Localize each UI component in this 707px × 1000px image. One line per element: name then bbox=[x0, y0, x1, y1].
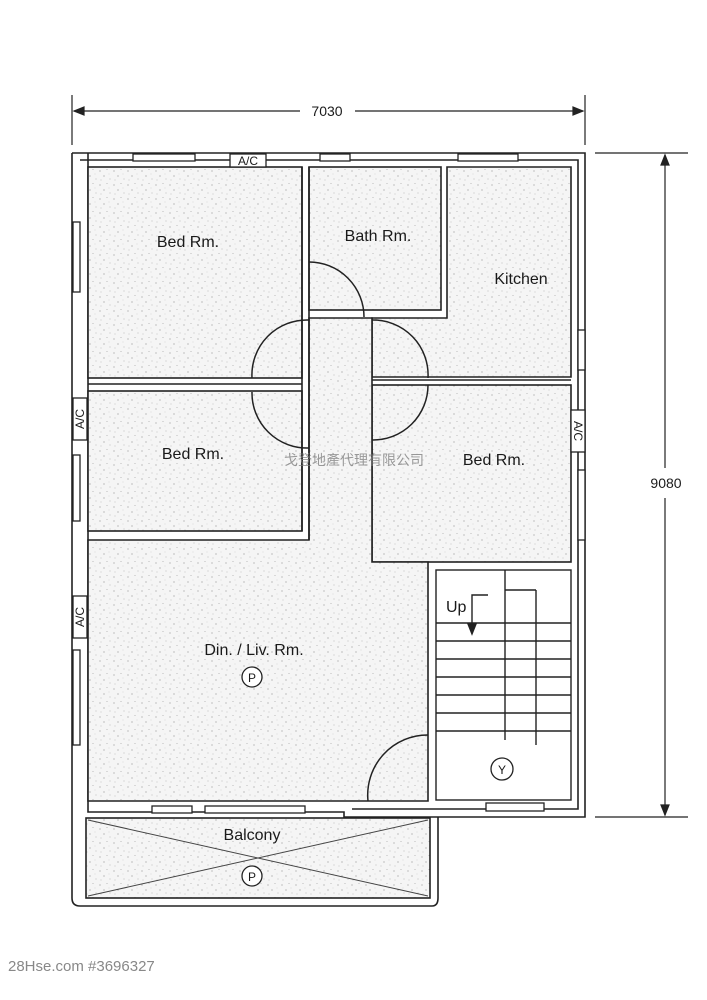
stair-up-label: Up bbox=[446, 599, 467, 616]
label-bath-room: Bath Rm. bbox=[345, 228, 412, 245]
windows bbox=[72, 153, 586, 814]
label-dining-living-room: Din. / Liv. Rm. bbox=[204, 642, 303, 659]
dimension-width bbox=[71, 95, 586, 145]
ac-unit-left-1 bbox=[72, 397, 88, 441]
p-symbol-living: P bbox=[248, 671, 256, 685]
ac-units bbox=[72, 153, 586, 639]
dimension-height bbox=[595, 152, 688, 818]
listing-footer: 28Hse.com #3696327 bbox=[8, 958, 155, 975]
bed-room-mid-right bbox=[371, 384, 572, 563]
interior-walls bbox=[88, 167, 571, 540]
label-bed-room-top-left: Bed Rm. bbox=[157, 234, 219, 251]
ac-unit-right bbox=[570, 409, 586, 453]
label-bed-room-mid-left: Bed Rm. bbox=[162, 446, 224, 463]
door-swings bbox=[251, 261, 429, 802]
ac-label-top: A/C bbox=[238, 154, 258, 168]
agency-watermark: 戈登地產代理有限公司 bbox=[284, 452, 424, 469]
bath-room bbox=[308, 166, 442, 311]
p-symbol-balcony: P bbox=[248, 870, 256, 884]
bed-room-mid-left bbox=[87, 390, 303, 532]
ac-label-left-1: A/C bbox=[73, 409, 87, 429]
height-dimension-label: 9080 bbox=[650, 475, 681, 491]
symbol-circles bbox=[241, 666, 514, 887]
ac-unit-top bbox=[229, 153, 267, 168]
label-bed-room-mid-right: Bed Rm. bbox=[463, 452, 525, 469]
label-kitchen: Kitchen bbox=[494, 271, 547, 288]
bed-room-top-left bbox=[87, 166, 303, 379]
y-symbol-stair: Y bbox=[498, 763, 506, 777]
ac-label-left-2: A/C bbox=[73, 607, 87, 627]
label-balcony: Balcony bbox=[224, 827, 281, 844]
ac-label-right: A/C bbox=[571, 421, 585, 441]
ac-unit-left-2 bbox=[72, 595, 88, 639]
room-fills bbox=[85, 166, 572, 899]
width-dimension-label: 7030 bbox=[311, 103, 342, 119]
balcony-cross bbox=[87, 819, 429, 897]
